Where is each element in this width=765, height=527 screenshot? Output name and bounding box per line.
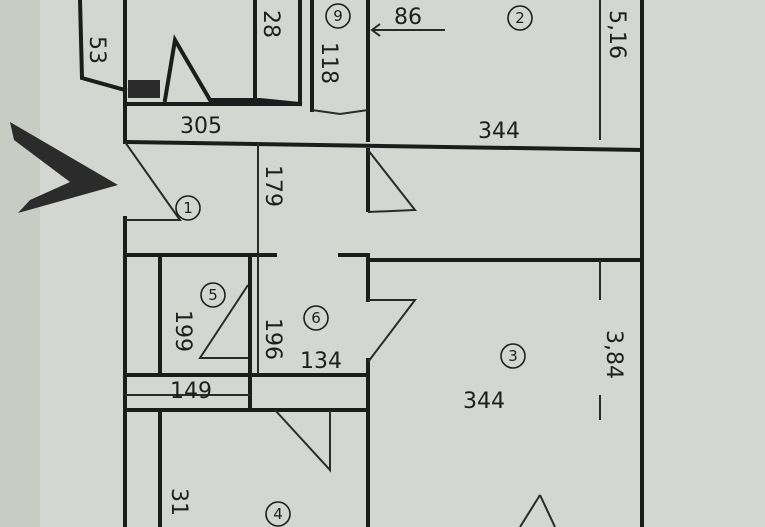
room-number-5-label: 5	[208, 286, 218, 304]
room-number-2-label: 2	[515, 9, 525, 27]
dimension-label-28: 28	[258, 10, 283, 38]
room-number-1-label: 1	[183, 199, 193, 217]
room-number-6: 6	[303, 305, 329, 331]
dimension-label-516: 5,16	[604, 10, 629, 59]
dimension-label-118: 118	[316, 42, 341, 84]
upper-left-walls	[77, 0, 303, 107]
room-9-walls	[310, 0, 445, 142]
room-number-3-label: 3	[508, 347, 518, 365]
dimension-label-305: 305	[180, 114, 222, 139]
central-walls	[257, 142, 418, 527]
dimension-label-196: 196	[260, 318, 285, 360]
room-number-4-label: 4	[273, 505, 283, 523]
outer-walls	[122, 0, 645, 527]
dimension-label-199: 199	[170, 310, 195, 352]
dimension-lines	[125, 0, 601, 527]
room-number-3: 3	[500, 343, 526, 369]
room-5-walls	[123, 253, 252, 412]
dimension-label-344-bottom: 344	[463, 389, 505, 414]
dimension-label-134: 134	[300, 349, 342, 374]
room-1-door	[124, 141, 182, 221]
room-number-6-label: 6	[311, 309, 321, 327]
room-number-9: 9	[325, 3, 351, 29]
dimension-label-86: 86	[394, 5, 422, 30]
dimension-label-344-top: 344	[478, 119, 520, 144]
paper-edge-shade	[0, 0, 40, 527]
dimension-label-179: 179	[260, 165, 285, 207]
room-4-walls	[123, 408, 162, 527]
dimension-label-384: 3,84	[601, 330, 626, 379]
dimension-label-149: 149	[170, 379, 212, 404]
room-number-4: 4	[265, 501, 291, 527]
dimension-label-31: 31	[166, 488, 191, 516]
room-number-2: 2	[507, 5, 533, 31]
dimension-label-53: 53	[84, 36, 109, 64]
north-arrow-icon	[10, 122, 118, 213]
room-number-9-label: 9	[333, 7, 343, 25]
room-number-5: 5	[200, 282, 226, 308]
room-number-1: 1	[175, 195, 201, 221]
hall-walls	[248, 373, 370, 473]
